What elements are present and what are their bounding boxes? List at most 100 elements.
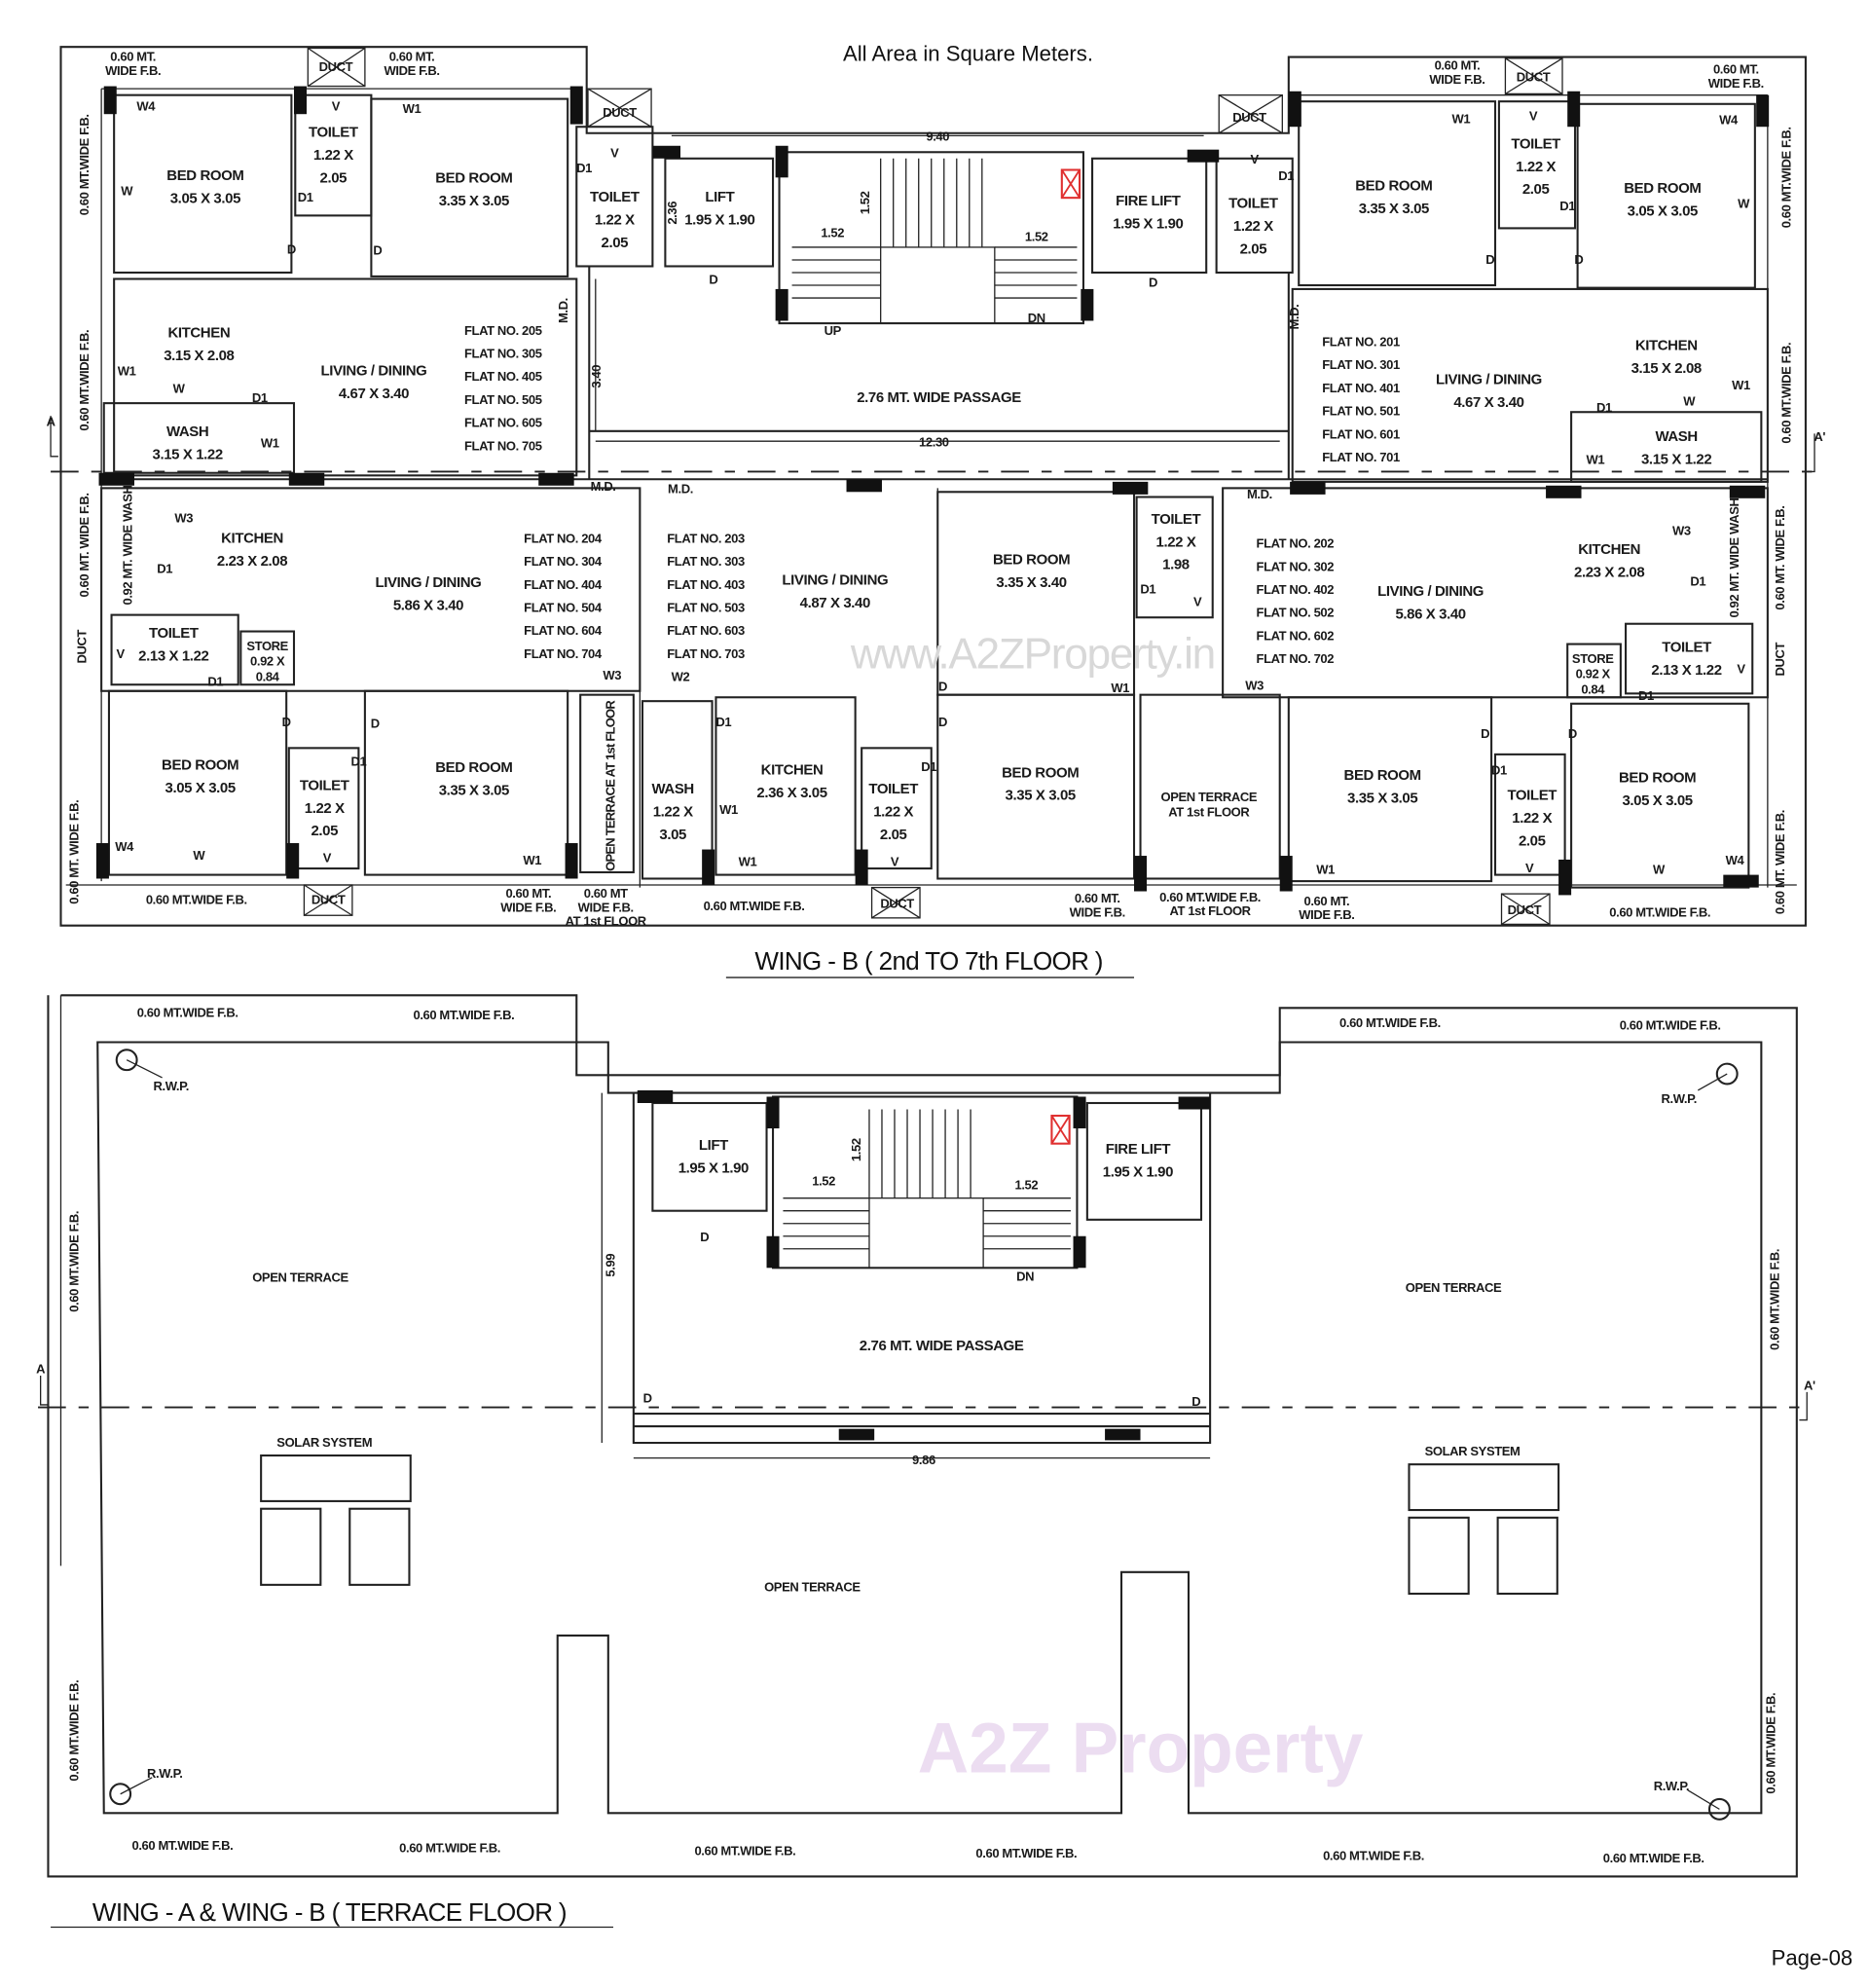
dimension-label: D: [643, 1390, 652, 1405]
room-label: 3.05 X 3.05: [1622, 792, 1692, 809]
room-label: BED ROOM: [1355, 177, 1432, 194]
door-window-marker: D1: [1596, 400, 1612, 415]
flat-number: FLAT NO. 701: [1322, 450, 1400, 464]
room-label: 0.84: [256, 669, 280, 683]
flat-number: FLAT NO. 705: [464, 438, 542, 453]
room-label: 3.35 X 3.05: [1006, 788, 1076, 804]
room-label: 3.15 X 1.22: [1641, 452, 1711, 468]
room-label: BED ROOM: [1624, 180, 1701, 197]
room-label: BED ROOM: [166, 167, 243, 184]
dimension-label: 9.40: [926, 129, 949, 144]
flat-number: FLAT NO. 503: [667, 600, 745, 614]
room-label: 3.15 X 2.08: [164, 348, 234, 364]
fb-strip-label: 0.60 MT.WIDE F.B.: [146, 893, 247, 907]
room-label: WASH: [652, 781, 694, 797]
room-label: 1.22 X: [1516, 159, 1556, 175]
room-label: 4.67 X 3.40: [339, 386, 409, 402]
room-label: 3.35 X 3.05: [439, 783, 509, 799]
door-window-marker: W1: [1586, 453, 1604, 467]
room-label: LIFT: [699, 1137, 728, 1154]
typical-floor-title: WING - B ( 2nd TO 7th FLOOR ): [754, 946, 1102, 976]
room-label: 2.13 X 1.22: [1651, 662, 1721, 679]
room-label: 1.22 X: [595, 212, 635, 229]
flat-number: FLAT NO. 304: [524, 554, 603, 569]
room-label: 3.35 X 3.05: [1359, 201, 1429, 217]
flat-number: FLAT NO. 404: [524, 577, 603, 592]
room-label: 2.13 X 1.22: [138, 647, 208, 664]
rwp-label: R.W.P.: [1662, 1091, 1697, 1106]
door-window-marker: D: [1149, 275, 1157, 289]
fb-strip-label: 0.60 MT.: [1075, 891, 1120, 905]
room-label: 3.35 X 3.05: [1347, 790, 1417, 806]
fb-strip-label: 0.60 MT.: [1435, 58, 1481, 73]
door-window-marker: D1: [298, 190, 313, 204]
fb-strip-label: WIDE F.B.: [500, 900, 556, 914]
room-label: 1.98: [1162, 557, 1190, 573]
fb-strip-label: WIDE F.B.: [1070, 905, 1125, 920]
door-window-marker: W3: [1245, 678, 1264, 692]
vertical-label: 0.60 MT.WIDE F.B.: [67, 1680, 82, 1782]
door-window-marker: V: [891, 854, 899, 868]
door-window-marker: W: [173, 382, 186, 396]
door-window-marker: D1: [1278, 168, 1294, 183]
door-window-marker: D1: [1690, 574, 1705, 589]
fb-strip-label: 0.60 MT.WIDE F.B.: [1159, 890, 1261, 904]
room-label: LIVING / DINING: [782, 571, 888, 588]
door-window-marker: V: [1525, 861, 1534, 875]
room-label: 3.15 X 2.08: [1631, 360, 1702, 377]
room-label: 1.22 X: [313, 147, 353, 164]
fb-strip-label: 0.60 MT.WIDE F.B.: [1603, 1851, 1704, 1865]
duct-label: DUCT: [603, 105, 637, 120]
room-label: TOILET: [1228, 196, 1278, 212]
room-label: 2.76 MT. WIDE PASSAGE: [857, 389, 1021, 406]
duct-label: DUCT: [1517, 69, 1551, 84]
fb-strip-label: 0.60 MT.: [389, 50, 435, 64]
flat-number: FLAT NO. 703: [667, 646, 745, 661]
dimension-label: 1.52: [812, 1174, 835, 1189]
typical-floor-walls: [50, 46, 1818, 927]
vertical-label: 0.60 MT. WIDE F.B.: [67, 800, 82, 904]
room-label: 1.22 X: [305, 800, 345, 817]
flat-number: FLAT NO. 205: [464, 323, 542, 338]
room-label: 1.22 X: [873, 804, 913, 821]
open-terrace-label: OPEN TERRACE: [1406, 1280, 1502, 1295]
rwp-label: R.W.P.: [1654, 1779, 1689, 1793]
door-window-marker: D1: [157, 562, 172, 576]
door-window-marker: W1: [1111, 681, 1129, 695]
room-label: BED ROOM: [1619, 770, 1696, 787]
door-window-marker: W1: [719, 802, 738, 817]
room-label: 5.86 X 3.40: [1395, 607, 1465, 623]
vertical-label: 0.60 MT. WIDE F.B.: [1773, 810, 1787, 914]
room-label: 1.22 X: [1233, 218, 1273, 235]
room-label: BED ROOM: [993, 552, 1070, 569]
duct-label: DUCT: [1232, 110, 1266, 125]
vertical-label: 0.60 MT. WIDE F.B.: [1773, 505, 1787, 609]
vertical-label: 0.60 MT.WIDE F.B.: [77, 330, 92, 431]
fb-strip-label: AT 1st FLOOR: [566, 914, 647, 929]
door-window-marker: D: [282, 715, 291, 729]
room-label: 5.86 X 3.40: [393, 597, 463, 613]
vertical-label: DUCT: [75, 629, 90, 663]
dimension-label: DN: [1028, 311, 1045, 325]
door-window-marker: V: [1193, 594, 1202, 608]
door-window-marker: D1: [921, 759, 936, 774]
flat-number: FLAT NO. 403: [667, 577, 745, 592]
door-window-marker: W1: [1316, 862, 1335, 876]
door-window-marker: W1: [118, 363, 136, 378]
fb-strip-label: 0.60 MT.WIDE F.B.: [1339, 1015, 1441, 1030]
flat-number: FLAT NO. 402: [1257, 582, 1335, 597]
flat-number: FLAT NO. 302: [1257, 559, 1335, 573]
room-label: 2.05: [1522, 181, 1550, 198]
door-window-marker: D1: [1491, 763, 1507, 778]
flat-number: FLAT NO. 601: [1322, 426, 1400, 441]
room-label: 0.92 X: [1576, 667, 1611, 681]
door-window-marker: W1: [1451, 111, 1470, 126]
vertical-label: DUCT: [1773, 642, 1787, 676]
door-window-marker: W1: [1732, 378, 1750, 392]
room-label: 3.05 X 3.05: [165, 780, 236, 796]
duct-label: DUCT: [319, 59, 353, 74]
duct-label: DUCT: [1508, 902, 1542, 917]
open-terrace-label: OPEN TERRACE: [252, 1270, 348, 1285]
door-window-marker: W: [1738, 197, 1750, 211]
room-label: 1.95 X 1.90: [1113, 215, 1183, 232]
